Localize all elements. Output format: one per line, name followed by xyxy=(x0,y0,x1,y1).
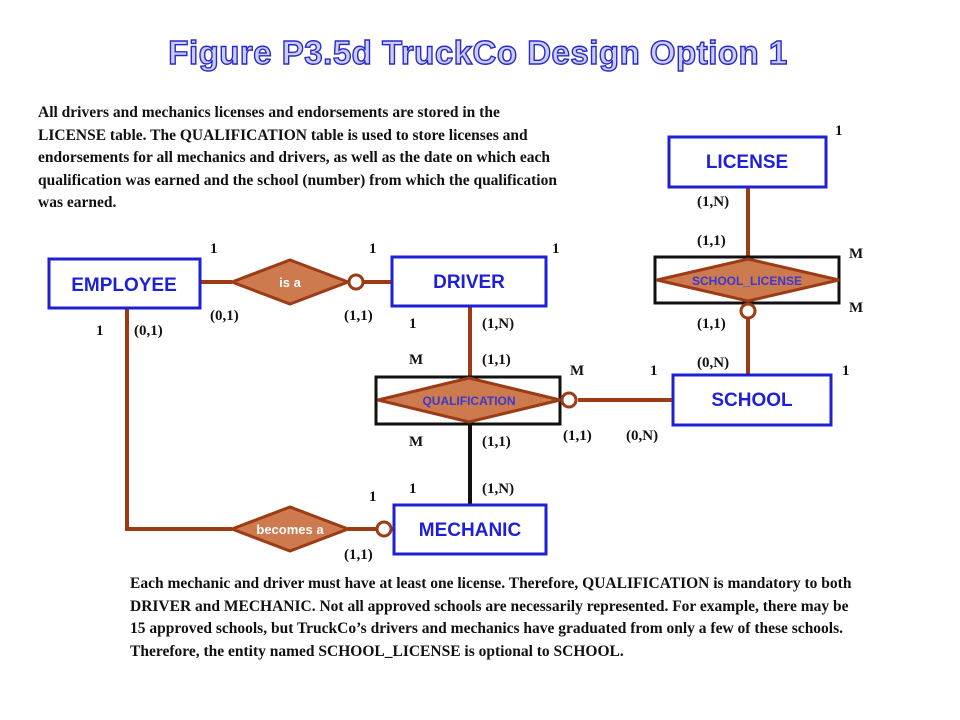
optional-circle-becomes xyxy=(375,520,393,538)
entity-employee-label: EMPLOYEE xyxy=(71,275,177,296)
entity-mechanic-label: MECHANIC xyxy=(419,520,522,541)
card-driver-right-one: 1 xyxy=(552,241,560,257)
relationship-is-a-label: is a xyxy=(279,275,301,290)
card-school-left-card: (0,N) xyxy=(626,428,658,444)
card-school-right-one: 1 xyxy=(842,363,850,379)
figure-title: Figure P3.5d TruckCo Design Option 1 xyxy=(168,34,787,71)
entity-license-label: LICENSE xyxy=(706,152,788,173)
card-emp-isa-opt: (0,1) xyxy=(210,308,239,324)
entity-driver[interactable]: DRIVER xyxy=(390,255,548,308)
associative-school-license[interactable]: SCHOOL_LICENSE xyxy=(653,255,841,305)
optional-circle-schoollicense-school xyxy=(739,302,757,320)
associative-qualification-label: QUALIFICATION xyxy=(422,394,515,408)
card-qual-right-card: (1,1) xyxy=(563,428,592,444)
card-sl-top-card: (1,1) xyxy=(697,233,726,249)
card-qual-top-m: M xyxy=(409,352,423,368)
relationship-becomes-a-label: becomes a xyxy=(256,522,324,537)
card-license-card: (1,N) xyxy=(697,194,729,210)
card-qual-right-m: M xyxy=(570,363,584,379)
card-qual-bottom-m: M xyxy=(409,434,423,450)
card-sl-bottom-m: M xyxy=(849,300,863,316)
note-top: All drivers and mechanics licenses and e… xyxy=(38,104,557,211)
optional-circle-isa xyxy=(347,273,365,291)
card-emp-left-one: 1 xyxy=(96,323,104,339)
relationship-is-a[interactable]: is a xyxy=(227,258,353,306)
entity-license[interactable]: LICENSE xyxy=(667,135,828,189)
associative-school-license-label: SCHOOL_LICENSE xyxy=(692,274,802,288)
card-school-left-one: 1 xyxy=(650,363,658,379)
card-qual-top-card: (1,1) xyxy=(482,352,511,368)
card-driver-qual-card: (1,N) xyxy=(482,316,514,332)
entity-employee[interactable]: EMPLOYEE xyxy=(47,257,202,310)
card-driver-isa-one: 1 xyxy=(369,241,377,257)
note-bottom: Each mechanic and driver must have at le… xyxy=(130,575,852,660)
card-school-top-card: (0,N) xyxy=(697,355,729,371)
entity-school-label: SCHOOL xyxy=(711,390,793,411)
relationship-becomes-a[interactable]: becomes a xyxy=(227,505,353,553)
card-sl-top-m: M xyxy=(849,246,863,262)
optional-circle-qualification-school xyxy=(560,391,578,409)
entity-driver-label: DRIVER xyxy=(433,272,505,293)
card-emp-left-opt: (0,1) xyxy=(134,323,163,339)
card-driver-qual-one: 1 xyxy=(409,316,417,332)
card-sl-bottom-card: (1,1) xyxy=(697,316,726,332)
associative-qualification[interactable]: QUALIFICATION xyxy=(374,375,562,426)
card-license-one: 1 xyxy=(835,123,843,139)
entity-mechanic[interactable]: MECHANIC xyxy=(392,503,548,556)
card-emp-isa-one: 1 xyxy=(210,241,218,257)
card-mech-qual-card: (1,N) xyxy=(482,481,514,497)
card-qual-bottom-card: (1,1) xyxy=(482,434,511,450)
card-mech-qual-one: 1 xyxy=(409,481,417,497)
card-driver-isa-mand: (1,1) xyxy=(344,308,373,324)
entity-school[interactable]: SCHOOL xyxy=(671,373,833,427)
card-mech-becomes-one: 1 xyxy=(369,489,377,505)
card-mech-becomes-card: (1,1) xyxy=(344,547,373,563)
line-employee-becomes xyxy=(125,308,232,531)
